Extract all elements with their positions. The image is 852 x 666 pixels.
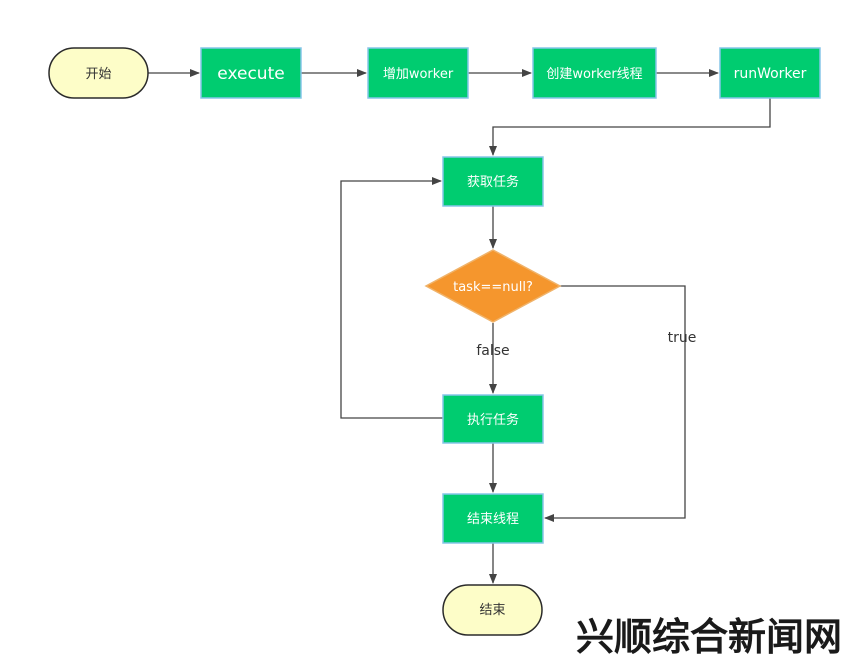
node-end-thread: 结束线程	[442, 493, 544, 544]
node-decision: task==null?	[424, 249, 562, 323]
node-add-worker: 增加worker	[367, 47, 469, 99]
edge-label-false: false	[476, 343, 509, 359]
node-create-thread-label: 创建worker线程	[546, 67, 642, 82]
edge-decision-true-end-thread	[544, 285, 686, 522]
node-start: 开始	[48, 47, 149, 99]
node-run-worker-label: runWorker	[734, 66, 807, 82]
node-end-label: 结束	[479, 603, 505, 618]
node-add-worker-label: 增加worker	[383, 67, 454, 82]
node-get-task: 获取任务	[442, 156, 544, 207]
node-run-worker: runWorker	[719, 47, 821, 99]
edge-exec-task-loop-get-task	[340, 177, 443, 419]
node-get-task-label: 获取任务	[467, 174, 519, 190]
node-exec-task-label: 执行任务	[467, 412, 519, 428]
edge-run-worker-get-task	[489, 98, 771, 156]
node-end: 结束	[442, 584, 543, 636]
node-end-thread-label: 结束线程	[467, 512, 519, 527]
edges	[148, 69, 771, 584]
node-start-label: 开始	[85, 67, 111, 82]
node-decision-label: task==null?	[453, 280, 533, 295]
node-execute-label: execute	[217, 64, 284, 84]
node-execute: execute	[200, 47, 302, 99]
edge-label-true: true	[668, 330, 697, 346]
node-create-thread: 创建worker线程	[532, 47, 657, 99]
node-exec-task: 执行任务	[442, 394, 544, 444]
watermark-text: 兴顺综合新闻网	[576, 615, 842, 659]
